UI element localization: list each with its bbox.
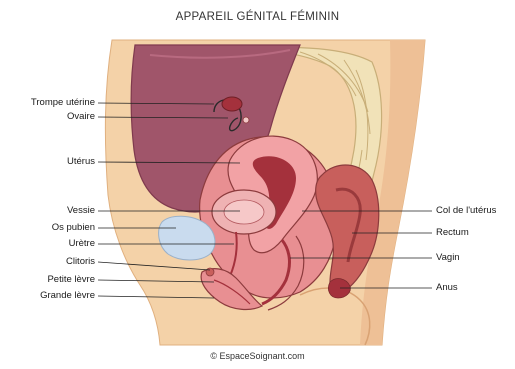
label-rectum: Rectum (436, 227, 469, 239)
copyright-credit: © EspaceSoignant.com (0, 351, 515, 361)
label-uretre: Urètre (69, 238, 95, 250)
label-vessie: Vessie (67, 205, 95, 217)
label-petite-levre: Petite lèvre (47, 274, 95, 286)
label-vagin: Vagin (436, 252, 460, 264)
ovary-shape (222, 97, 242, 111)
label-trompe-uterine: Trompe utérine (31, 97, 95, 109)
label-grande-levre: Grande lèvre (40, 290, 95, 302)
label-ovaire: Ovaire (67, 111, 95, 123)
label-anus: Anus (436, 282, 458, 294)
label-clitoris: Clitoris (66, 256, 95, 268)
label-os-pubien: Os pubien (52, 222, 95, 234)
label-uterus: Utérus (67, 156, 95, 168)
label-col-uterus: Col de l'utérus (436, 205, 496, 217)
clitoris-shape (206, 268, 214, 276)
